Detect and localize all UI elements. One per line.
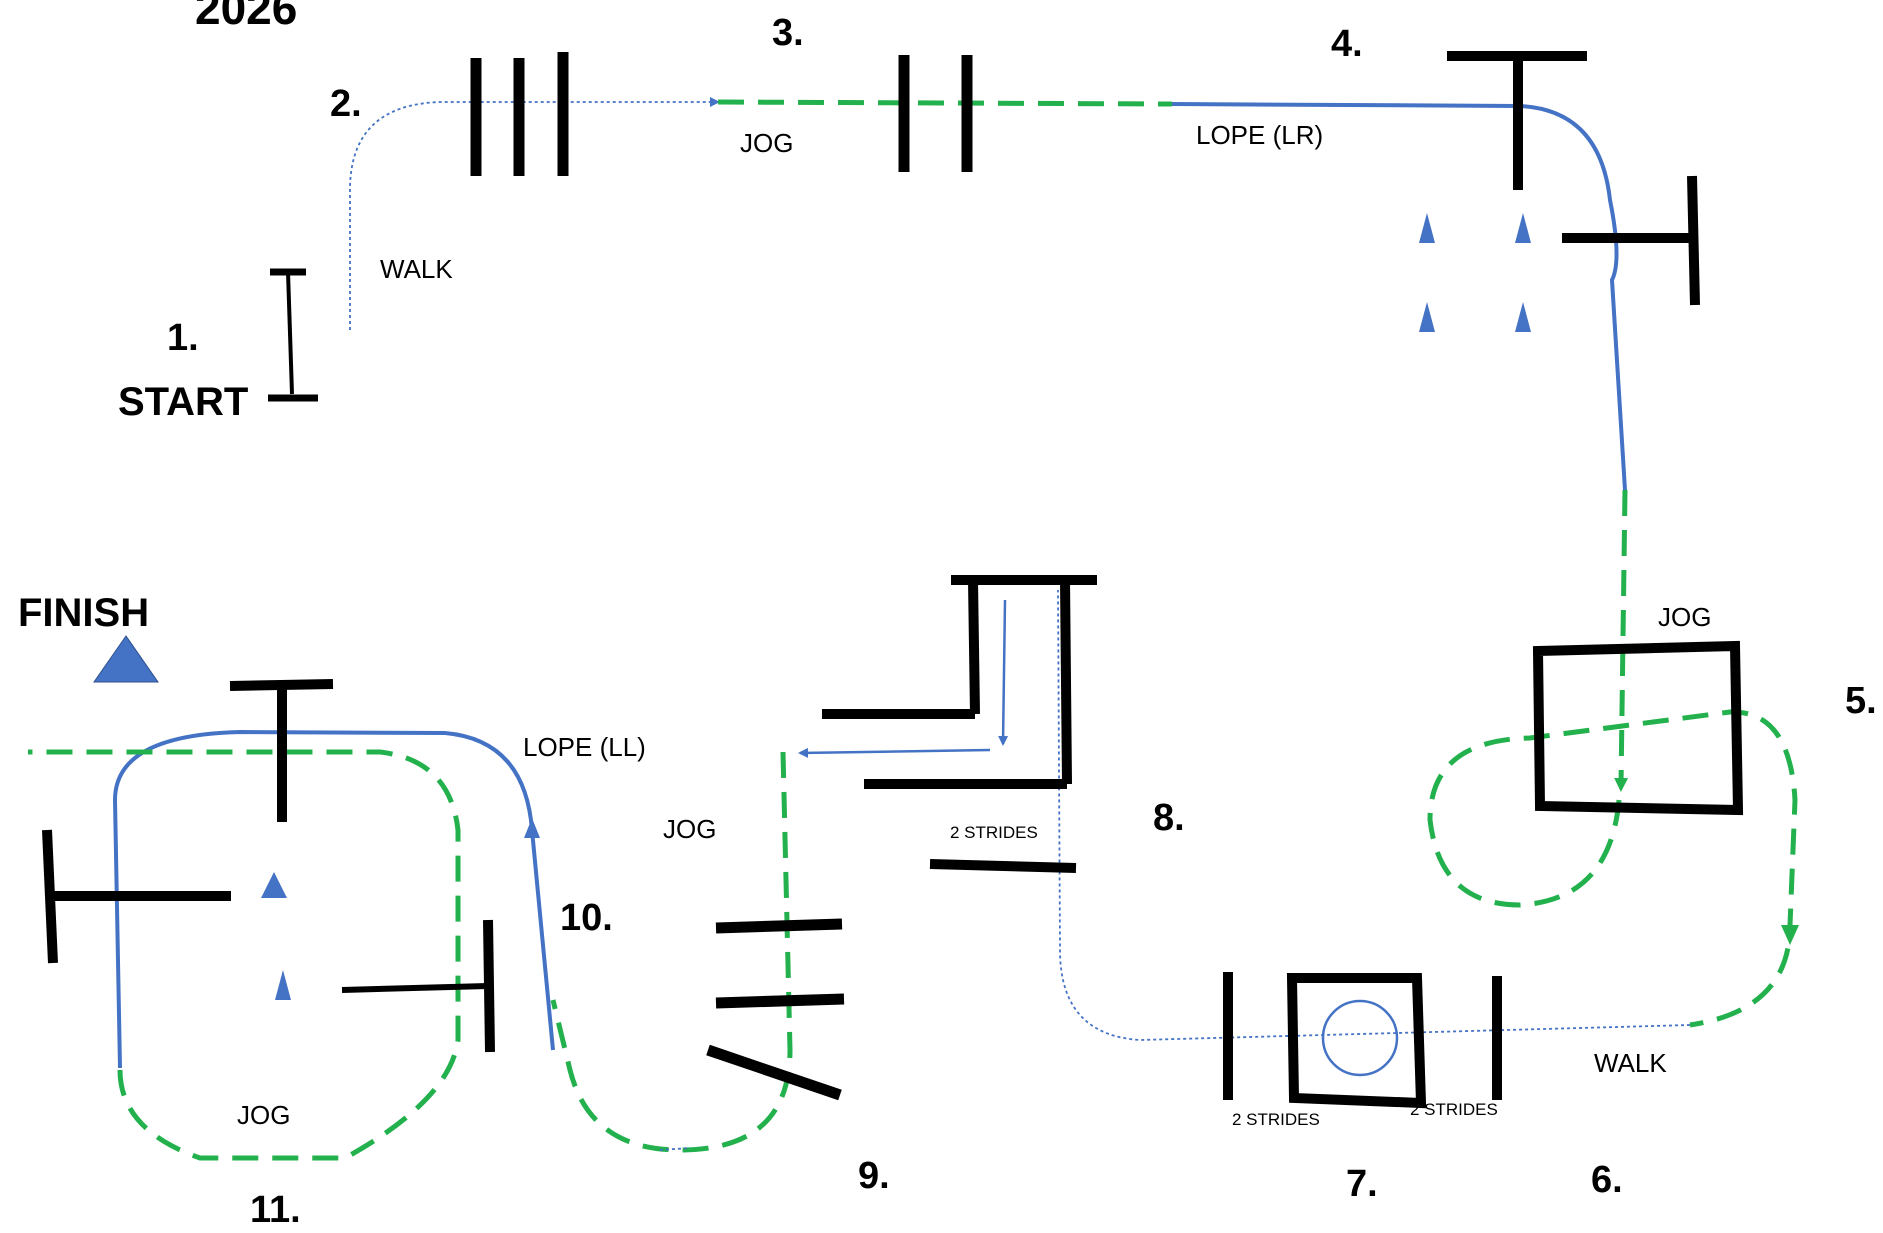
walk-connector-9 — [659, 1147, 691, 1151]
step-10: 10. — [560, 897, 613, 939]
jog-loop-5 — [1427, 709, 1798, 1028]
step-5: 5. — [1845, 680, 1877, 722]
lope-left-lead-path — [112, 729, 555, 1069]
note-strides-8: 2 STRIDES — [950, 823, 1038, 842]
gait-lope-ll: LOPE (LL) — [523, 732, 646, 762]
back-through-l-down — [998, 599, 1009, 746]
gate-4 — [1447, 51, 1700, 306]
step-3: 3. — [772, 12, 804, 54]
box-7 — [1223, 972, 1502, 1109]
cones-4 — [1419, 213, 1531, 332]
year-title: 2026 — [195, 0, 297, 34]
cones-11 — [261, 872, 291, 1000]
note-strides-7a: 2 STRIDES — [1232, 1110, 1320, 1129]
step-2: 2. — [330, 83, 362, 125]
poles-3 — [898, 55, 973, 172]
step-11: 11. — [250, 1189, 301, 1231]
step-1: 1. — [167, 317, 199, 359]
gait-walk-6: WALK — [1594, 1048, 1667, 1078]
jog-path-3 — [717, 99, 1173, 107]
gait-jog-5: JOG — [1658, 602, 1711, 632]
l-backthrough-8 — [822, 575, 1097, 873]
gait-walk-1: WALK — [380, 254, 453, 284]
start-gate-obstacle — [268, 268, 318, 402]
jog-path-11 — [28, 749, 461, 1161]
start-label: START — [118, 380, 248, 424]
box-5 — [1532, 640, 1744, 816]
back-through-l-left — [798, 747, 991, 758]
jog-arrow-5 — [1781, 925, 1799, 945]
step-4: 4. — [1331, 23, 1363, 65]
poles-2 — [470, 52, 569, 176]
gait-jog-11: JOG — [237, 1100, 290, 1130]
finish-cone-icon — [93, 635, 159, 683]
gait-lope-lr: LOPE (LR) — [1196, 120, 1323, 150]
walk-path-6 — [1057, 589, 1691, 1041]
gait-jog-3: JOG — [740, 128, 793, 158]
finish-label: FINISH — [18, 591, 149, 635]
step-8: 8. — [1153, 797, 1185, 839]
note-strides-7b: 2 STRIDES — [1410, 1100, 1498, 1119]
walk-path-start — [349, 97, 720, 330]
gate-11 — [42, 679, 495, 1053]
step-9: 9. — [858, 1155, 890, 1197]
poles-9 — [706, 918, 845, 1101]
lope-arrow-10 — [524, 818, 540, 838]
jog-path-5 — [1614, 489, 1629, 792]
gait-jog-9: JOG — [663, 814, 716, 844]
jog-path-9 — [550, 751, 793, 1153]
step-7: 7. — [1346, 1163, 1378, 1205]
lope-right-lead-path — [1171, 102, 1627, 491]
step-6: 6. — [1591, 1159, 1623, 1201]
